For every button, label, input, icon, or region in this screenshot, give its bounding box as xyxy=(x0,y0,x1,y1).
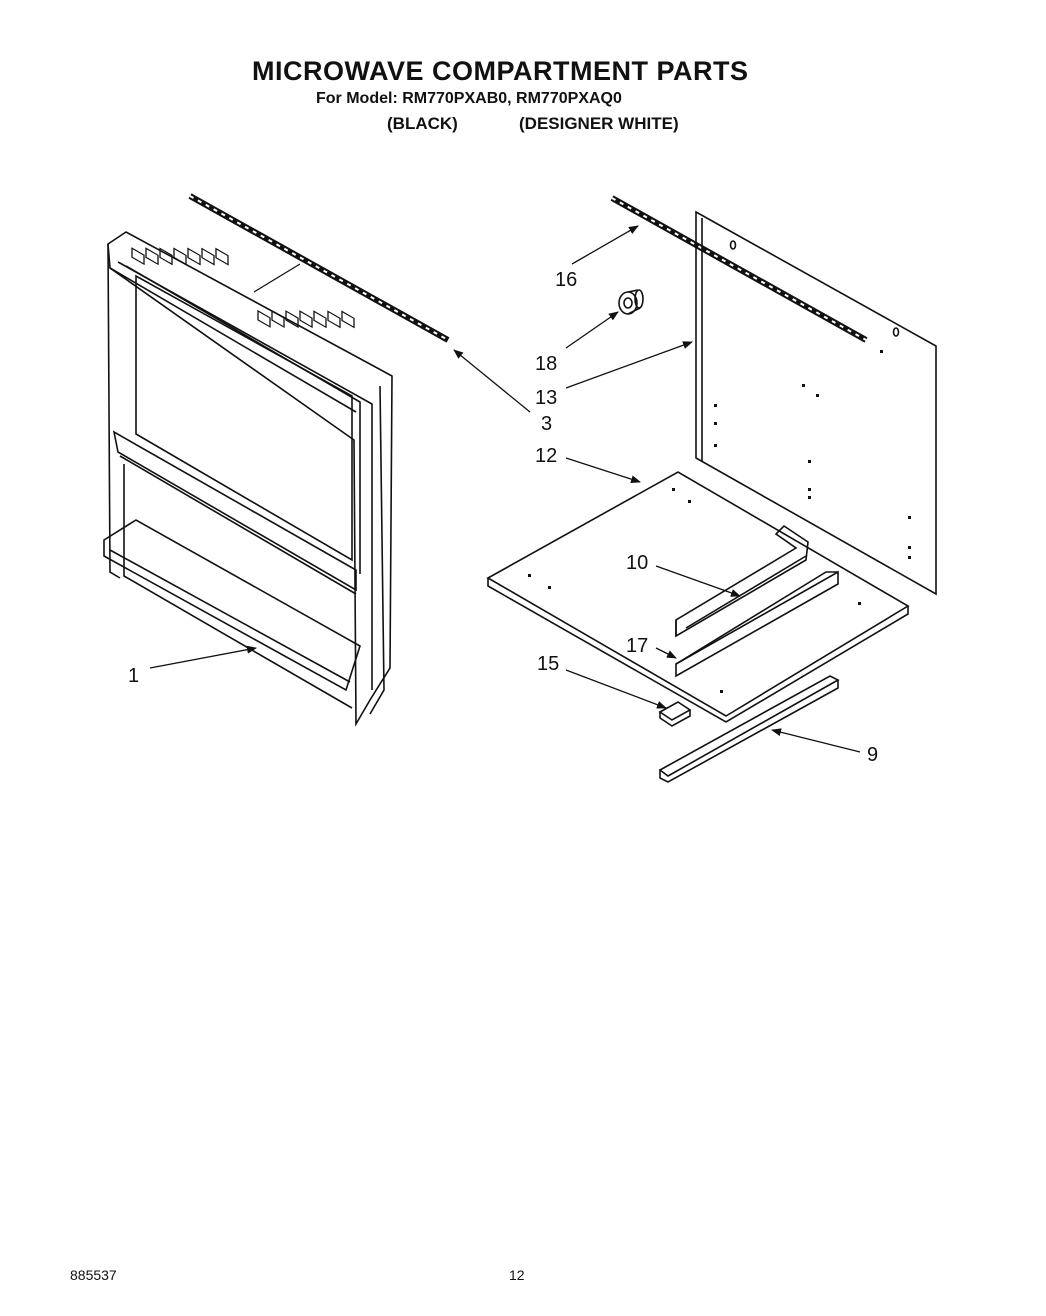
callout-16: 16 xyxy=(555,269,577,291)
gasket-strip-right xyxy=(610,195,868,343)
callout-3: 3 xyxy=(541,413,552,435)
callout-18: 18 xyxy=(535,353,557,375)
document-number: 885537 xyxy=(70,1267,117,1283)
rail-17-part xyxy=(675,570,839,678)
callout-9: 9 xyxy=(867,744,878,766)
rail-10-part xyxy=(675,524,809,638)
model-line: For Model: RM770PXAB0, RM770PXAQ0 xyxy=(316,90,622,107)
page-title: MICROWAVE COMPARTMENT PARTS xyxy=(252,56,749,86)
callout-17: 17 xyxy=(626,635,648,657)
callout-15: 15 xyxy=(537,653,559,675)
front-frame-part xyxy=(103,231,393,727)
callout-1: 1 xyxy=(128,665,139,687)
variant-black: (BLACK) xyxy=(387,114,458,133)
bottom-plate-part xyxy=(486,471,910,723)
callout-10: 10 xyxy=(626,552,648,574)
variant-designer-white: (DESIGNER WHITE) xyxy=(519,114,679,133)
callout-13: 13 xyxy=(535,387,557,409)
trim-strip-9-part xyxy=(658,675,840,783)
leader-arrows xyxy=(149,225,861,753)
gasket-strip-left xyxy=(188,193,450,343)
grommet-part xyxy=(618,289,644,315)
callout-12: 12 xyxy=(535,445,557,467)
page-number: 12 xyxy=(509,1267,525,1283)
back-panel-part xyxy=(695,210,937,596)
bracket-15-part xyxy=(658,701,692,727)
